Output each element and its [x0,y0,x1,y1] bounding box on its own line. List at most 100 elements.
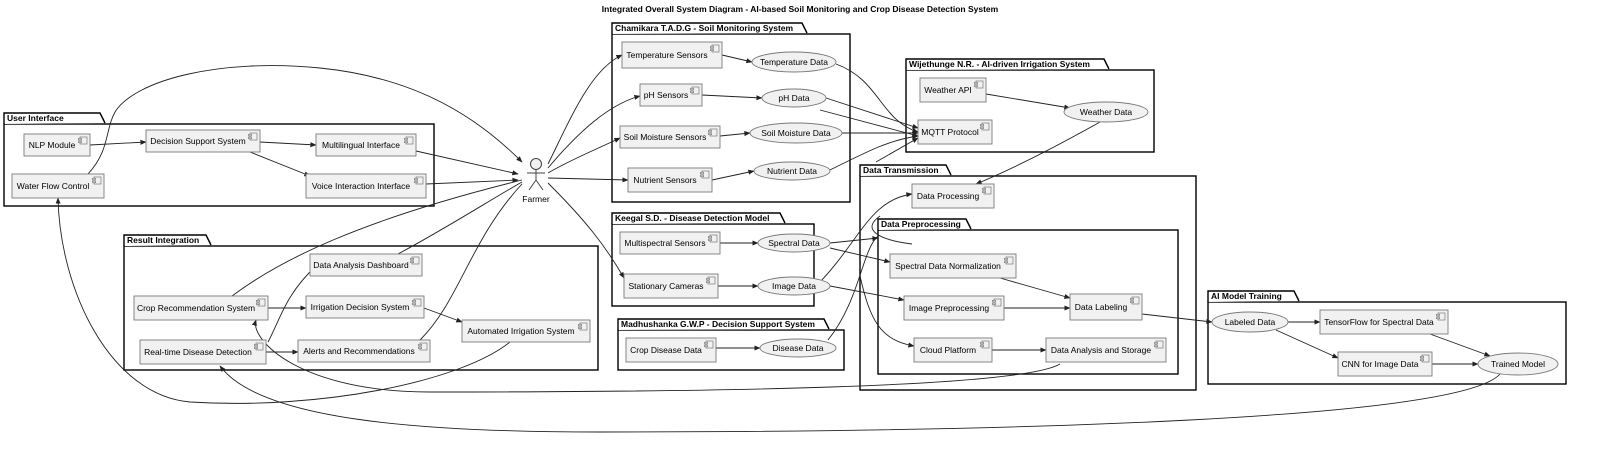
component-alerts[interactable]: Alerts and Recommendations [297,339,431,363]
component-specnorm-label: Spectral Data Normalization [895,261,1001,271]
component-imgpre[interactable]: Image Preprocessing [903,295,1005,321]
flow-edge-4 [415,150,519,176]
data-node-weatherdata-ellipse [1063,101,1149,123]
flow-edge-15 [547,95,641,169]
component-cropdisease[interactable]: Crop Disease Data [625,337,717,363]
component-icon [404,136,414,145]
data-node-labeled[interactable]: Labeled Data [1211,311,1289,333]
data-node-tempdata-label: Temperature Data [760,57,828,67]
flow-edge-17 [547,177,629,183]
package-data-preprocessing-label: Data Preprocessing [881,219,961,229]
component-dataproc[interactable]: Data Processing [911,183,995,209]
nodes-layer: NLP Module Decision Support System Multili… [11,41,1559,377]
component-analysisstore[interactable]: Data Analysis and Storage [1045,337,1167,363]
flow-edge-45 [1275,329,1339,359]
component-realtime[interactable]: Real-time Disease Detection [139,339,267,365]
component-labeling[interactable]: Data Labeling [1069,293,1143,321]
data-node-imgdata[interactable]: Image Data [757,276,831,296]
flow-edge-40 [827,235,879,341]
component-tensorflow-box [1319,309,1449,335]
component-multisens[interactable]: Multispectral Sensors [619,231,721,255]
data-node-disdata-ellipse [759,338,837,358]
farmer-actor-leg-left [528,179,537,191]
farmer-actor-head [530,158,542,170]
component-icon [256,298,266,307]
component-cnn-label: CNN for Image Data [1342,359,1419,369]
component-croprec[interactable]: Crop Recommendation System [133,295,269,321]
component-mqtt[interactable]: MQTT Protocol [917,119,993,145]
component-specnorm[interactable]: Spectral Data Normalization [889,253,1017,279]
component-icon [418,342,428,351]
component-icon [1154,340,1164,349]
component-soilsens[interactable]: Soil Moisture Sensors [619,125,721,149]
component-nlp[interactable]: NLP Module [23,133,91,157]
package-result-integration-label: Result Integration [127,235,199,245]
data-node-trained-ellipse [1477,352,1559,376]
component-icon [700,170,710,179]
flow-edge-18 [547,182,625,279]
flow-edge-29 [829,134,919,171]
component-dashboard[interactable]: Data Analysis Dashboard [309,253,423,277]
package-soil-monitoring-tab [611,22,808,34]
component-realtime-box [139,339,267,365]
component-icon [410,256,420,265]
component-icon [92,176,102,185]
data-node-disdata[interactable]: Disease Data [759,338,837,358]
component-autoirr-box [461,319,591,343]
component-cameras[interactable]: Stationary Cameras [623,273,719,299]
flow-edge-37 [819,192,913,283]
component-cloud[interactable]: Cloud Platform [913,337,993,363]
component-phsens-label: pH Sensors [644,90,688,100]
component-cnn[interactable]: CNN for Image Data [1337,351,1433,377]
data-node-weatherdata[interactable]: Weather Data [1063,101,1149,123]
component-nutsens-label: Nutrient Sensors [633,175,696,185]
package-soil-monitoring-label: Chamikara T.A.D.G - Soil Monitoring Syst… [615,23,793,33]
data-node-labeled-ellipse [1211,311,1289,333]
flow-edge-3 [249,151,311,177]
data-node-phdata[interactable]: pH Data [761,88,827,108]
farmer-actor-label: Farmer [522,194,550,204]
component-icon [1004,256,1014,265]
component-autoirr-label: Automated Irrigation System [467,326,574,336]
flow-edge-16 [547,137,621,174]
package-decision-support-tab [617,318,830,330]
component-dataproc-label: Data Processing [917,191,980,201]
component-icon [980,340,990,349]
component-phsens-box [639,83,703,107]
flow-edge-42 [859,275,915,348]
component-tensorflow[interactable]: TensorFlow for Spectral Data [1319,309,1449,335]
component-nutsens[interactable]: Nutrient Sensors [627,167,713,193]
component-nlp-label: NLP Module [29,140,76,150]
component-irrdecision-label: Irrigation Decision System [311,302,410,312]
data-node-nutdata[interactable]: Nutrient Data [753,161,831,181]
component-weatherapi[interactable]: Weather API [919,77,987,103]
data-node-soildata[interactable]: Soil Moisture Data [749,122,843,144]
component-voice[interactable]: Voice Interaction Interface [305,173,427,199]
component-waterflow-label: Water Flow Control [17,181,90,191]
component-multilingual-label: Multilingual Interface [322,140,400,150]
component-icon [1436,312,1446,321]
component-dss[interactable]: Decision Support System [145,129,261,153]
farmer-actor[interactable]: Farmer [522,158,550,205]
component-realtime-label: Real-time Disease Detection [144,347,252,357]
data-node-trained[interactable]: Trained Model [1477,352,1559,376]
component-croprec-box [133,295,269,321]
component-tempsens[interactable]: Temperature Sensors [621,41,723,69]
component-waterflow[interactable]: Water Flow Control [11,173,105,199]
data-node-specdata[interactable]: Spectral Data [757,233,831,253]
component-croprec-label: Crop Recommendation System [137,303,255,313]
component-dashboard-box [309,253,423,277]
component-irrdecision[interactable]: Irrigation Decision System [305,295,425,319]
component-phsens[interactable]: pH Sensors [639,83,703,107]
component-autoirr[interactable]: Automated Irrigation System [461,319,591,343]
component-nutsens-box [627,167,713,193]
data-node-tempdata[interactable]: Temperature Data [751,51,837,73]
component-icon [690,86,700,95]
component-icon [78,136,88,145]
component-soilsens-box [619,125,721,149]
component-icon [254,342,264,351]
data-node-imgdata-label: Image Data [772,281,816,291]
component-multilingual[interactable]: Multilingual Interface [315,133,417,157]
component-specnorm-box [889,253,1017,279]
component-nlp-box [23,133,91,157]
